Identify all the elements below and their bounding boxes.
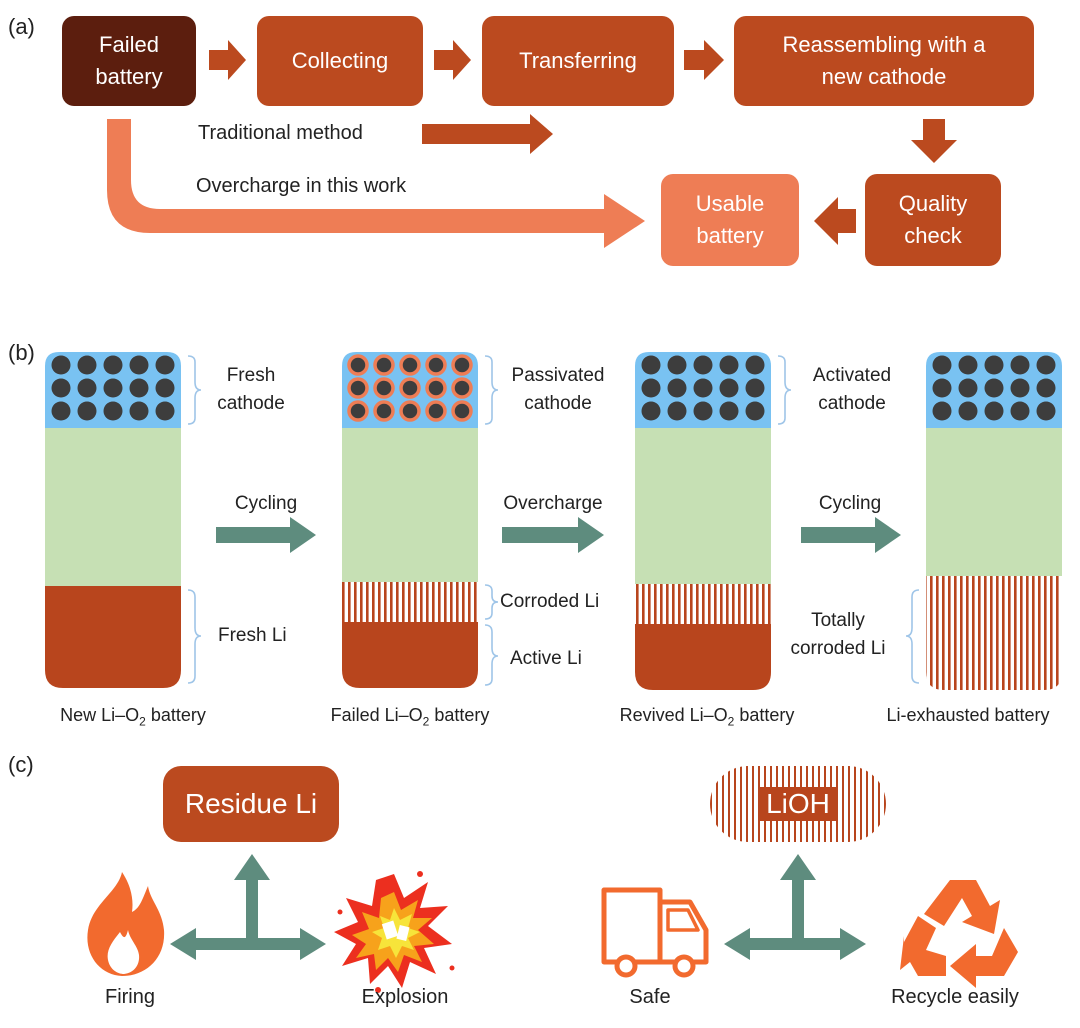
explosion-icon <box>334 871 455 993</box>
traditional-method-arrow <box>422 114 553 154</box>
arrow-quality-to-usable <box>814 197 856 245</box>
explosion-label: Explosion <box>361 986 449 1008</box>
electrolyte-layer <box>342 428 478 582</box>
activated-cathode-label: Activated cathode <box>812 365 892 414</box>
recycle-label: Recycle easily <box>891 986 1019 1008</box>
brace-corroded-li <box>484 584 499 620</box>
brace-fresh-cathode <box>187 355 202 425</box>
caption-failed-battery: Failed Li–O2 battery <box>330 705 490 729</box>
battery-failed <box>342 352 478 688</box>
brace-active-li <box>484 624 499 686</box>
cathode-particles <box>51 355 175 421</box>
panel-b-label: (b) <box>8 340 35 365</box>
overcharge-arrow <box>107 119 645 248</box>
overcharge-note-label: Overcharge in this work <box>196 175 407 197</box>
battery-new <box>45 352 181 688</box>
cycling-label-2: Cycling <box>818 493 882 514</box>
passivated-particles <box>347 354 473 422</box>
passivated-cathode-label: Passivated cathode <box>511 365 605 414</box>
cycling-label-1: Cycling <box>234 493 298 514</box>
arrow-reassembling-to-quality <box>911 119 957 163</box>
lioh-box: LiOH <box>710 766 886 842</box>
active-li-layer <box>342 622 478 688</box>
safe-label: Safe <box>629 986 671 1008</box>
battery-revived <box>635 352 771 690</box>
brace-activated-cathode <box>777 355 792 425</box>
caption-exhausted-battery: Li-exhausted battery <box>886 705 1050 725</box>
electrolyte-layer <box>45 428 181 586</box>
active-li-label: Active Li <box>510 648 582 669</box>
firing-label: Firing <box>104 986 155 1008</box>
electrolyte-layer <box>926 428 1062 576</box>
arrow-transferring-to-reassembling <box>684 40 724 80</box>
reassembling-box: Reassembling with a new cathode <box>734 16 1034 106</box>
brace-passivated-cathode <box>484 355 499 425</box>
active-li-layer <box>635 624 771 690</box>
truck-icon <box>601 887 709 978</box>
residue-li-box: Residue Li <box>163 766 339 842</box>
fresh-li-label: Fresh Li <box>218 625 287 646</box>
recycle-icon <box>900 880 1018 988</box>
right-cross-arrows <box>724 854 866 960</box>
battery-exhausted <box>926 352 1062 690</box>
overcharge-label: Overcharge <box>503 493 603 514</box>
caption-new-battery: New Li–O2 battery <box>60 705 206 729</box>
arrow-collecting-to-transferring <box>434 40 471 80</box>
left-cross-arrows <box>170 854 326 960</box>
cycling-arrow-1 <box>216 517 316 553</box>
corroded-li-layer <box>342 582 478 622</box>
lioh-label: LiOH <box>760 787 836 821</box>
cathode-particles <box>932 355 1056 421</box>
corroded-li-layer <box>635 584 771 624</box>
usable-battery-box: Usable battery <box>661 174 799 266</box>
cathode-particles <box>641 355 765 421</box>
brace-fresh-li <box>187 589 202 684</box>
lithium-layer <box>45 586 181 688</box>
totally-corroded-li-label: Totally corroded Li <box>790 610 886 659</box>
panel-a-label: (a) <box>8 14 35 39</box>
quality-check-box: Quality check <box>865 174 1001 266</box>
cycling-arrow-2 <box>801 517 901 553</box>
transferring-box: Transferring <box>482 16 674 106</box>
traditional-method-label: Traditional method <box>198 122 363 144</box>
collecting-box: Collecting <box>257 16 423 106</box>
flame-icon <box>87 872 165 976</box>
caption-revived-battery: Revived Li–O2 battery <box>619 705 795 729</box>
fresh-cathode-label: Fresh cathode <box>217 365 285 414</box>
overcharge-arrow-teal <box>502 517 604 553</box>
panel-c-label: (c) <box>8 752 34 777</box>
arrow-failed-to-collecting <box>209 40 246 80</box>
corroded-li-layer <box>926 576 1062 690</box>
failed-battery-box: Failed battery <box>62 16 196 106</box>
corroded-li-label: Corroded Li <box>500 591 600 612</box>
electrolyte-layer <box>635 428 771 584</box>
brace-totally-corroded-li <box>905 589 920 684</box>
